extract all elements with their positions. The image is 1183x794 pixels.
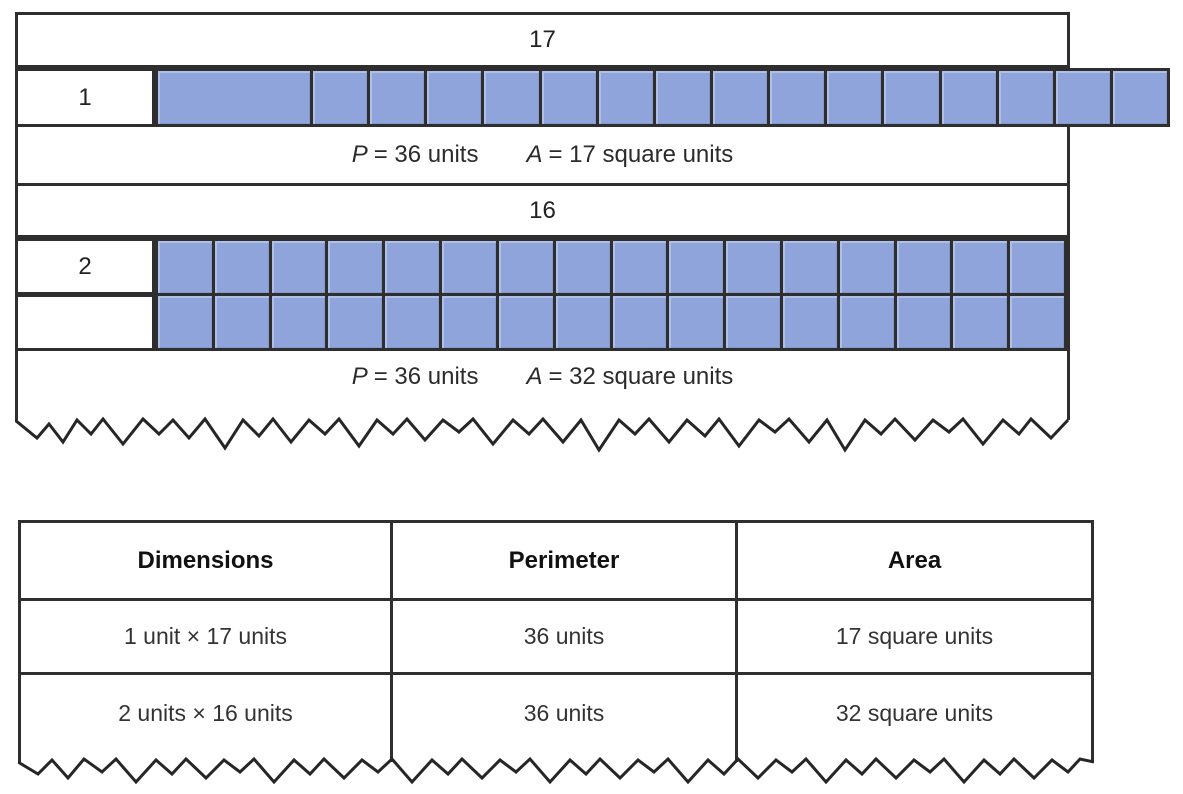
- model2-width-cell-empty: [15, 294, 155, 351]
- model1-caption: P= 36 units A= 17 square units: [18, 127, 1067, 186]
- cell-area: 17 square units: [835, 623, 994, 649]
- cell-dimensions: 1 unit × 17 units: [21, 601, 393, 672]
- unit-square: [782, 296, 840, 348]
- unit-square: [385, 241, 443, 293]
- table-row: 2 units × 16 units 36 units 32 square un…: [21, 675, 1091, 751]
- unit-square: [484, 71, 542, 124]
- unit-square: [726, 241, 783, 293]
- header-perimeter: Perimeter: [393, 523, 738, 598]
- model2-caption: P= 36 units A= 32 square units: [18, 351, 1067, 408]
- unit-square: [541, 71, 599, 124]
- unit-square: [214, 241, 272, 293]
- unit-square: [427, 71, 485, 124]
- unit-square: [158, 241, 215, 293]
- figure-torn-edge: [15, 416, 1070, 453]
- model1-width-label: 1: [78, 83, 92, 111]
- unit-square: [896, 296, 954, 348]
- model1-width-cell: 1: [15, 68, 155, 127]
- header-dimensions: Dimensions: [21, 523, 393, 598]
- unit-square: [1010, 296, 1064, 348]
- unit-square: [271, 296, 329, 348]
- unit-square: [385, 296, 443, 348]
- cell-area: 32 square units: [835, 699, 994, 726]
- unit-square: [782, 241, 840, 293]
- cell-dimensions: 2 units × 16 units: [21, 675, 393, 751]
- cell-stub: [393, 751, 738, 762]
- cell-perimeter: 36 units: [393, 675, 738, 751]
- unit-square: [1010, 241, 1064, 293]
- model2-unit-grid: [155, 238, 1067, 351]
- unit-square: [998, 71, 1056, 124]
- model2-width-label: 2: [78, 252, 92, 280]
- unit-square: [158, 71, 313, 124]
- grid-row: [158, 241, 1064, 296]
- model1-length-row: 17: [18, 15, 1067, 68]
- unit-square: [712, 71, 771, 124]
- model2-area-text: A= 32 square units: [526, 363, 734, 390]
- unit-square: [896, 241, 954, 293]
- unit-square: [827, 71, 885, 124]
- unit-square: [214, 296, 272, 348]
- unit-square: [498, 296, 556, 348]
- unit-square: [1112, 71, 1168, 124]
- model1-perimeter-text: P= 36 units: [351, 141, 479, 168]
- unit-square: [598, 71, 656, 124]
- table-header-row: Dimensions Perimeter Area: [21, 523, 1091, 601]
- unit-square: [442, 241, 499, 293]
- unit-square: [313, 71, 371, 124]
- cell-perimeter: 36 units: [393, 601, 738, 672]
- cell-stub: [21, 751, 393, 762]
- perimeter-symbol: P: [351, 141, 368, 168]
- unit-square: [669, 296, 727, 348]
- unit-square: [941, 71, 999, 124]
- table-partial-row: [21, 751, 1091, 762]
- unit-square: [953, 241, 1011, 293]
- unit-square: [555, 296, 613, 348]
- unit-square: [770, 71, 828, 124]
- unit-square: [655, 71, 713, 124]
- unit-square: [498, 241, 556, 293]
- area-symbol: A: [526, 141, 543, 168]
- grid-row: [158, 296, 1064, 348]
- model2-length-label: 16: [529, 196, 556, 224]
- model2-width-cell: 2: [15, 238, 155, 295]
- unit-square: [612, 241, 670, 293]
- header-area: Area: [887, 546, 942, 574]
- unit-square: [1055, 71, 1113, 124]
- model1-area-text: A= 17 square units: [526, 141, 734, 168]
- unit-square: [669, 241, 727, 293]
- unit-square: [953, 296, 1011, 348]
- unit-square: [271, 241, 329, 293]
- unit-square: [726, 296, 783, 348]
- unit-square: [884, 71, 942, 124]
- model2-perimeter-text: P= 36 units: [351, 363, 479, 390]
- unit-square: [370, 71, 428, 124]
- area-symbol: A: [526, 363, 543, 390]
- unit-square: [328, 296, 386, 348]
- unit-square: [555, 241, 613, 293]
- unit-square: [612, 296, 670, 348]
- table-row: 1 unit × 17 units 36 units 17 square uni…: [21, 601, 1091, 675]
- unit-square: [839, 296, 897, 348]
- perimeter-area-table: Dimensions Perimeter Area 1 unit × 17 un…: [18, 520, 1094, 762]
- unit-square: [158, 296, 215, 348]
- table-torn-edge: [18, 756, 1094, 785]
- unit-square: [839, 241, 897, 293]
- model1-length-label: 17: [529, 26, 556, 53]
- model2-length-row: 16: [18, 186, 1067, 238]
- perimeter-symbol: P: [351, 363, 368, 390]
- model1-unit-strip: [155, 68, 1170, 127]
- unit-square: [442, 296, 499, 348]
- unit-square: [328, 241, 386, 293]
